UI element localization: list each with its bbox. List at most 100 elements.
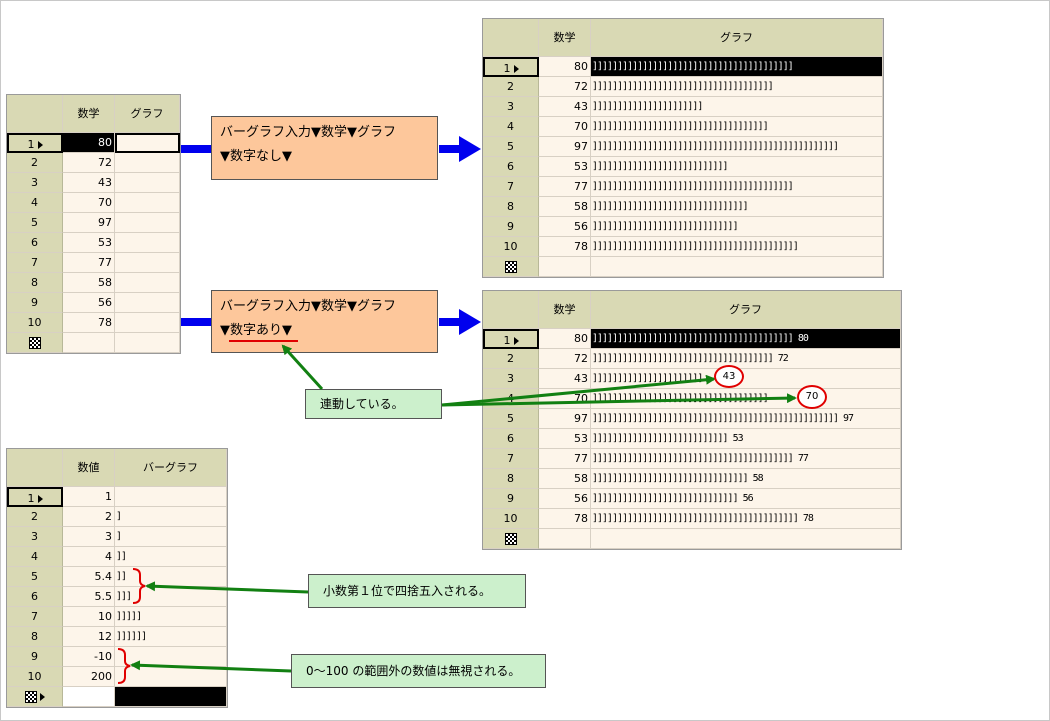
graph-cell[interactable]: ]]]]]]]]]]]]]]]]]]]]]]]]]]] (591, 157, 883, 177)
value-cell[interactable]: 80 (539, 57, 591, 77)
row-number[interactable]: 6 (483, 429, 539, 449)
row-number[interactable]: 4 (7, 193, 63, 213)
value-cell[interactable]: 72 (539, 349, 591, 369)
graph-cell[interactable]: ]]]]]]]]]]]]]]]]]]]]]]]]]]]]]]]]]]]]]]]] (591, 177, 883, 197)
graph-cell[interactable]: ]]]]]] (115, 627, 227, 647)
column-header[interactable]: 数学 (63, 95, 115, 133)
graph-cell[interactable] (115, 667, 227, 687)
value-cell[interactable] (63, 333, 115, 353)
graph-cell[interactable]: ]]]]]]]]]]]]]]]]]]]]]]]]]]]]]]]]]]] (591, 117, 883, 137)
row-number[interactable]: 2 (483, 349, 539, 369)
graph-cell[interactable]: ]] (115, 547, 227, 567)
value-cell[interactable]: 78 (539, 237, 591, 257)
graph-cell[interactable]: ]]]]]]]]]]]]]]]]]]]]]]]]]]]]]]]]]]]]]]]]… (591, 409, 901, 429)
row-number[interactable]: 8 (7, 273, 63, 293)
graph-cell[interactable]: ] (115, 507, 227, 527)
value-cell[interactable]: 97 (539, 137, 591, 157)
value-cell[interactable]: 3 (63, 527, 115, 547)
value-cell[interactable]: 5.4 (63, 567, 115, 587)
row-number[interactable]: 7 (483, 449, 539, 469)
value-cell[interactable]: 77 (539, 449, 591, 469)
graph-cell[interactable] (115, 293, 180, 313)
column-header[interactable]: バーグラフ (115, 449, 227, 487)
row-number[interactable]: 9 (483, 217, 539, 237)
value-cell[interactable]: 53 (63, 233, 115, 253)
value-cell[interactable]: 78 (539, 509, 591, 529)
new-row[interactable] (483, 257, 883, 277)
row-number[interactable]: 4 (483, 117, 539, 137)
value-cell[interactable]: 43 (539, 369, 591, 389)
graph-cell[interactable]: ]]]]]]]]]]]]]]]]]]]]]]]]]]]]]]]]]]]] 72 (591, 349, 901, 369)
new-row-marker[interactable] (483, 529, 539, 549)
new-row-marker[interactable] (7, 333, 63, 353)
new-row-marker[interactable] (7, 687, 63, 707)
graph-cell[interactable]: ]]]]]]]]]]]]]]]]]]]]]]]]]]]]] (591, 217, 883, 237)
graph-cell[interactable] (115, 193, 180, 213)
value-cell[interactable]: 97 (63, 213, 115, 233)
value-cell[interactable]: 10 (63, 607, 115, 627)
graph-cell[interactable] (591, 257, 883, 277)
value-cell[interactable]: 78 (63, 313, 115, 333)
graph-cell[interactable]: ]]]]]]]]]]]]]]]]]]]]]]]]]]]]]]]]]]]]]]]]… (591, 449, 901, 469)
graph-cell[interactable]: ]]]]]]]]]]]]]]]]]]]]]] (591, 97, 883, 117)
column-header[interactable]: グラフ (591, 291, 901, 329)
value-cell[interactable]: 70 (539, 389, 591, 409)
row-number[interactable]: 10 (7, 313, 63, 333)
column-header[interactable]: 数値 (63, 449, 115, 487)
graph-cell[interactable]: ]]]]]]]]]]]]]]]]]]]]]]]]]]]]]]]]]]]]]]]]… (591, 509, 901, 529)
row-number[interactable]: 5 (7, 567, 63, 587)
row-number[interactable]: 4 (483, 389, 539, 409)
value-cell[interactable]: 77 (539, 177, 591, 197)
row-number[interactable]: 10 (483, 237, 539, 257)
row-number[interactable]: 6 (483, 157, 539, 177)
graph-cell[interactable]: ]]]]]]]]]]]]]]]]]]]]]]]]]]]]]]]]]]]]]]]]… (591, 137, 883, 157)
graph-cell[interactable] (115, 233, 180, 253)
graph-cell[interactable]: ]]]]]]]]]]]]]]]]]]]]]]]]]]]]] 56 (591, 489, 901, 509)
row-number[interactable]: 5 (483, 409, 539, 429)
column-header[interactable]: 数学 (539, 291, 591, 329)
new-row-marker[interactable] (483, 257, 539, 277)
row-number[interactable]: 1 (7, 487, 63, 507)
row-number[interactable]: 7 (483, 177, 539, 197)
graph-cell[interactable] (115, 213, 180, 233)
graph-cell[interactable] (115, 647, 227, 667)
value-cell[interactable]: 200 (63, 667, 115, 687)
value-cell[interactable]: 1 (63, 487, 115, 507)
value-cell[interactable]: 43 (63, 173, 115, 193)
graph-cell[interactable]: ]]]]]]]]]]]]]]]]]]]]]]]]]]] 53 (591, 429, 901, 449)
row-number[interactable]: 5 (483, 137, 539, 157)
graph-cell[interactable]: ]]]]]]]]]]]]]]]]]]]]]]]]]]]]]]]]]]]]]]]] (591, 57, 883, 77)
row-number[interactable]: 5 (7, 213, 63, 233)
value-cell[interactable]: 80 (539, 329, 591, 349)
value-cell[interactable]: 77 (63, 253, 115, 273)
graph-cell[interactable]: ]]]]]]]]]]]]]]]]]]]]]]]]]]]]]]]]]]]]]]]]… (591, 329, 901, 349)
row-number[interactable]: 9 (7, 647, 63, 667)
graph-cell[interactable]: ]]]]]]]]]]]]]]]]]]]]]]]]]]]]]]]]]]]]]]]]… (591, 237, 883, 257)
value-cell[interactable]: 5.5 (63, 587, 115, 607)
graph-cell[interactable]: ]]]]]]]]]]]]]]]]]]]]]]]]]]]]]]]]]]]] (591, 77, 883, 97)
row-number[interactable]: 7 (7, 253, 63, 273)
